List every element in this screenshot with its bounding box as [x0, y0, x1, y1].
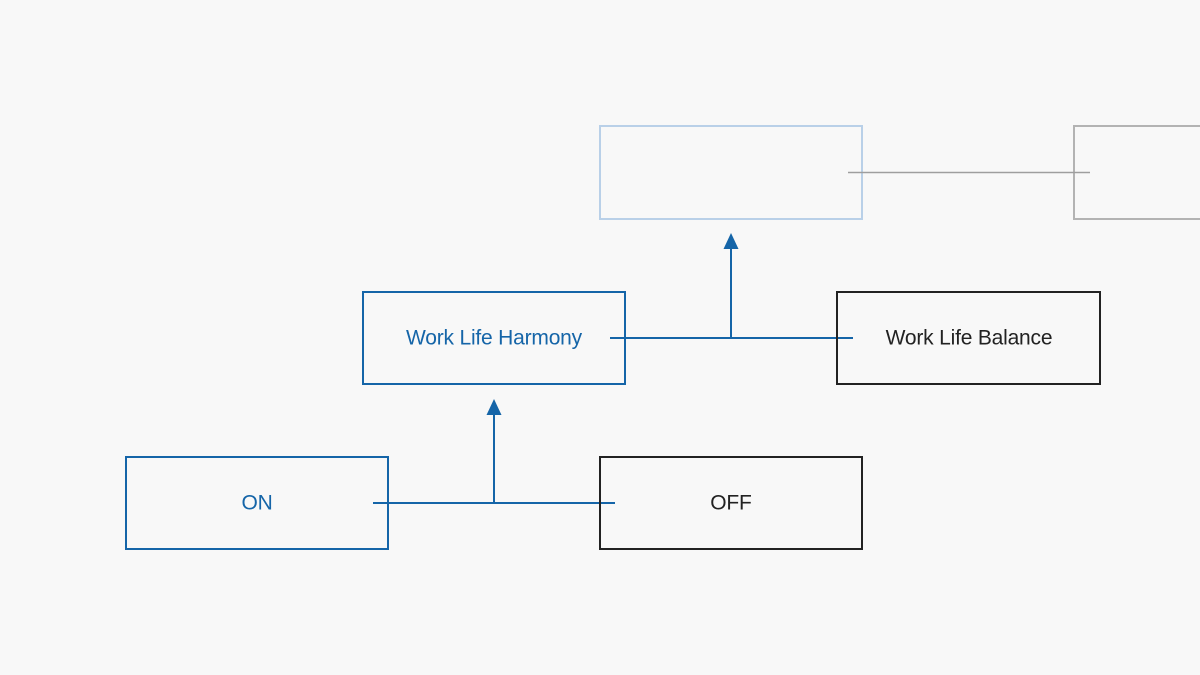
on-box: [125, 456, 389, 550]
work-life-balance-box: [836, 291, 1101, 385]
next-accent-box: [599, 125, 863, 220]
bottom-arrow-head: [486, 399, 502, 415]
off-label: OFF: [710, 492, 751, 515]
off-box: [599, 456, 863, 550]
work-life-harmony-label: Work Life Harmony: [406, 327, 583, 350]
on-label: ON: [241, 492, 272, 515]
middle-arrow-head: [723, 233, 739, 249]
work-life-harmony-box: [362, 291, 626, 385]
next-neutral-box: [1073, 125, 1200, 220]
work-life-balance-label: Work Life Balance: [886, 327, 1053, 350]
